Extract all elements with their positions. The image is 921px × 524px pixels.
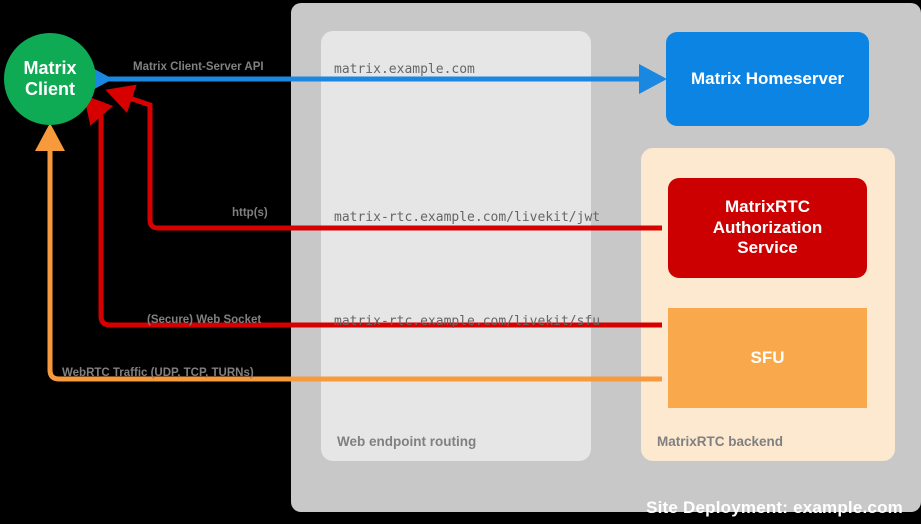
web-endpoint-routing-container: Web endpoint routing	[321, 31, 591, 461]
auth-label-line2: Authorization	[712, 217, 823, 237]
edge-livekit-sfu-websocket	[83, 94, 662, 328]
matrixrtc-backend-caption: MatrixRTC backend	[657, 434, 784, 449]
auth-label-line1: MatrixRTC	[724, 196, 810, 216]
edge-livekit-jwt	[105, 84, 662, 231]
node-matrix-client-label-line1: Matrix	[23, 57, 77, 78]
web-endpoint-routing-caption: Web endpoint routing	[337, 434, 477, 449]
site-deployment-caption: Site Deployment: example.com	[646, 498, 903, 517]
edge-webrtc-traffic	[35, 122, 662, 382]
node-matrix-client-label-line2: Client	[24, 79, 75, 99]
node-sfu-label: SFU	[750, 348, 785, 367]
node-sfu[interactable]: SFU	[668, 308, 867, 408]
node-matrix-homeserver-label: Matrix Homeserver	[690, 69, 845, 88]
node-matrix-homeserver[interactable]: Matrix Homeserver	[666, 32, 869, 126]
auth-label-line3: Service	[737, 238, 798, 258]
